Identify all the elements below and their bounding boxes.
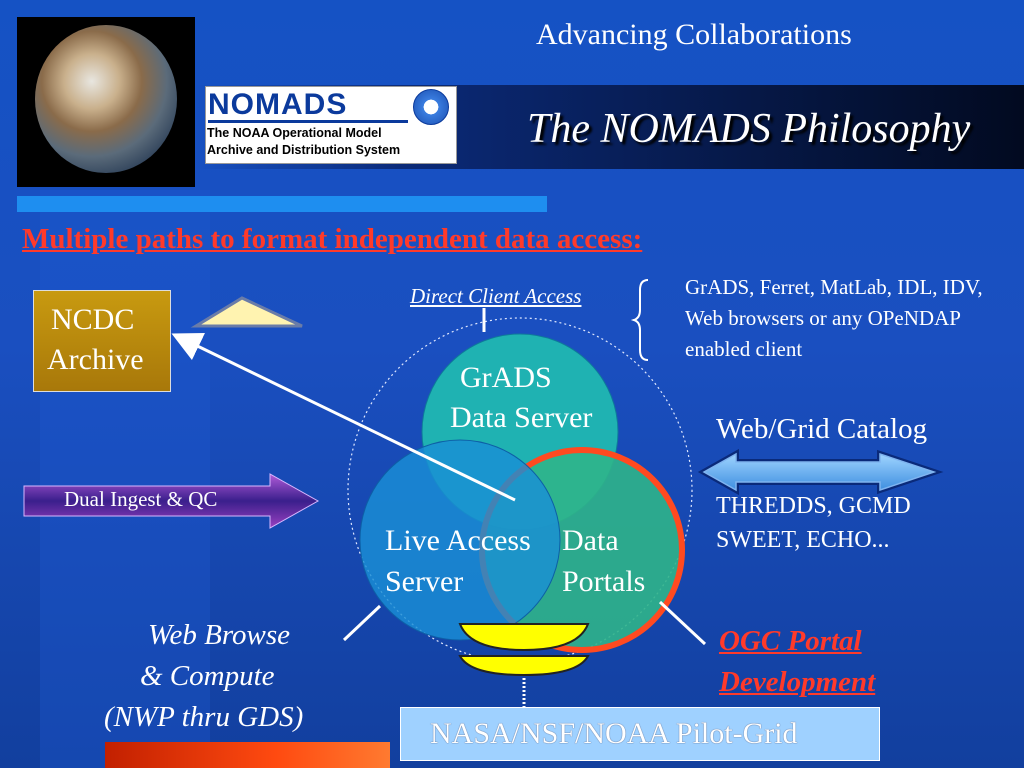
web-browse-line1: Web Browse (148, 619, 291, 651)
nomads-logo-word: NOMADS (208, 88, 348, 121)
grads-label-line2: Data Server (450, 401, 593, 434)
portals-label-line1: Data (562, 524, 619, 557)
las-label-line1: Live Access (385, 524, 531, 557)
grads-label-line1: GrADS (460, 361, 552, 394)
ncdc-archive-box (33, 290, 171, 392)
ingest-arrow (23, 473, 320, 529)
portals-label-line2: Portals (562, 565, 646, 598)
las-label-line2: Server (385, 565, 464, 598)
catalog-line2: SWEET, ECHO... (716, 527, 890, 553)
nomads-logo-line2: Archive and Distribution System (207, 143, 401, 157)
header-text: Advancing Collaborations (536, 18, 852, 51)
ncdc-label-line1: NCDC (51, 303, 135, 336)
yellow-disk-2 (458, 655, 590, 677)
clients-brace (630, 279, 649, 361)
left-background-band (40, 190, 210, 768)
ridge-icon (190, 296, 303, 328)
ogc-label-line2: Development (719, 666, 876, 698)
clients-list: GrADS, Ferret, MatLab, IDL, IDV, Web bro… (685, 275, 983, 361)
direct-client-label: Direct Client Access (410, 284, 582, 308)
ncdc-label-line2: Archive (47, 343, 144, 376)
ncdc-arrow (171, 333, 516, 502)
title-rule (17, 196, 547, 212)
page-title: The NOMADS Philosophy (527, 106, 971, 152)
pilot-grid-box (400, 707, 880, 761)
ingest-label: Dual Ingest & QC (64, 487, 218, 511)
ogc-label-line1: OGC Portal (719, 625, 862, 657)
noaa-seal-icon (413, 89, 449, 125)
catalog-line1: THREDDS, GCMD (716, 493, 911, 519)
nomads-logo-line1: The NOAA Operational Model (207, 126, 382, 140)
web-browse-line2: & Compute (140, 660, 275, 692)
yellow-disk-1 (458, 623, 590, 652)
las-circle (359, 439, 561, 641)
pilot-grid-label: NASA/NSF/NOAA Pilot-Grid (430, 717, 798, 750)
bottom-red-bar (105, 742, 390, 768)
subtitle: Multiple paths to format independent dat… (22, 223, 643, 255)
nomads-logo-rule (208, 120, 408, 123)
web-browse-line3: (NWP thru GDS) (104, 701, 304, 733)
earth-globe-icon (35, 25, 177, 173)
ogc-connector (658, 600, 707, 646)
web-browse-connector (342, 604, 382, 642)
catalog-title: Web/Grid Catalog (716, 413, 928, 445)
